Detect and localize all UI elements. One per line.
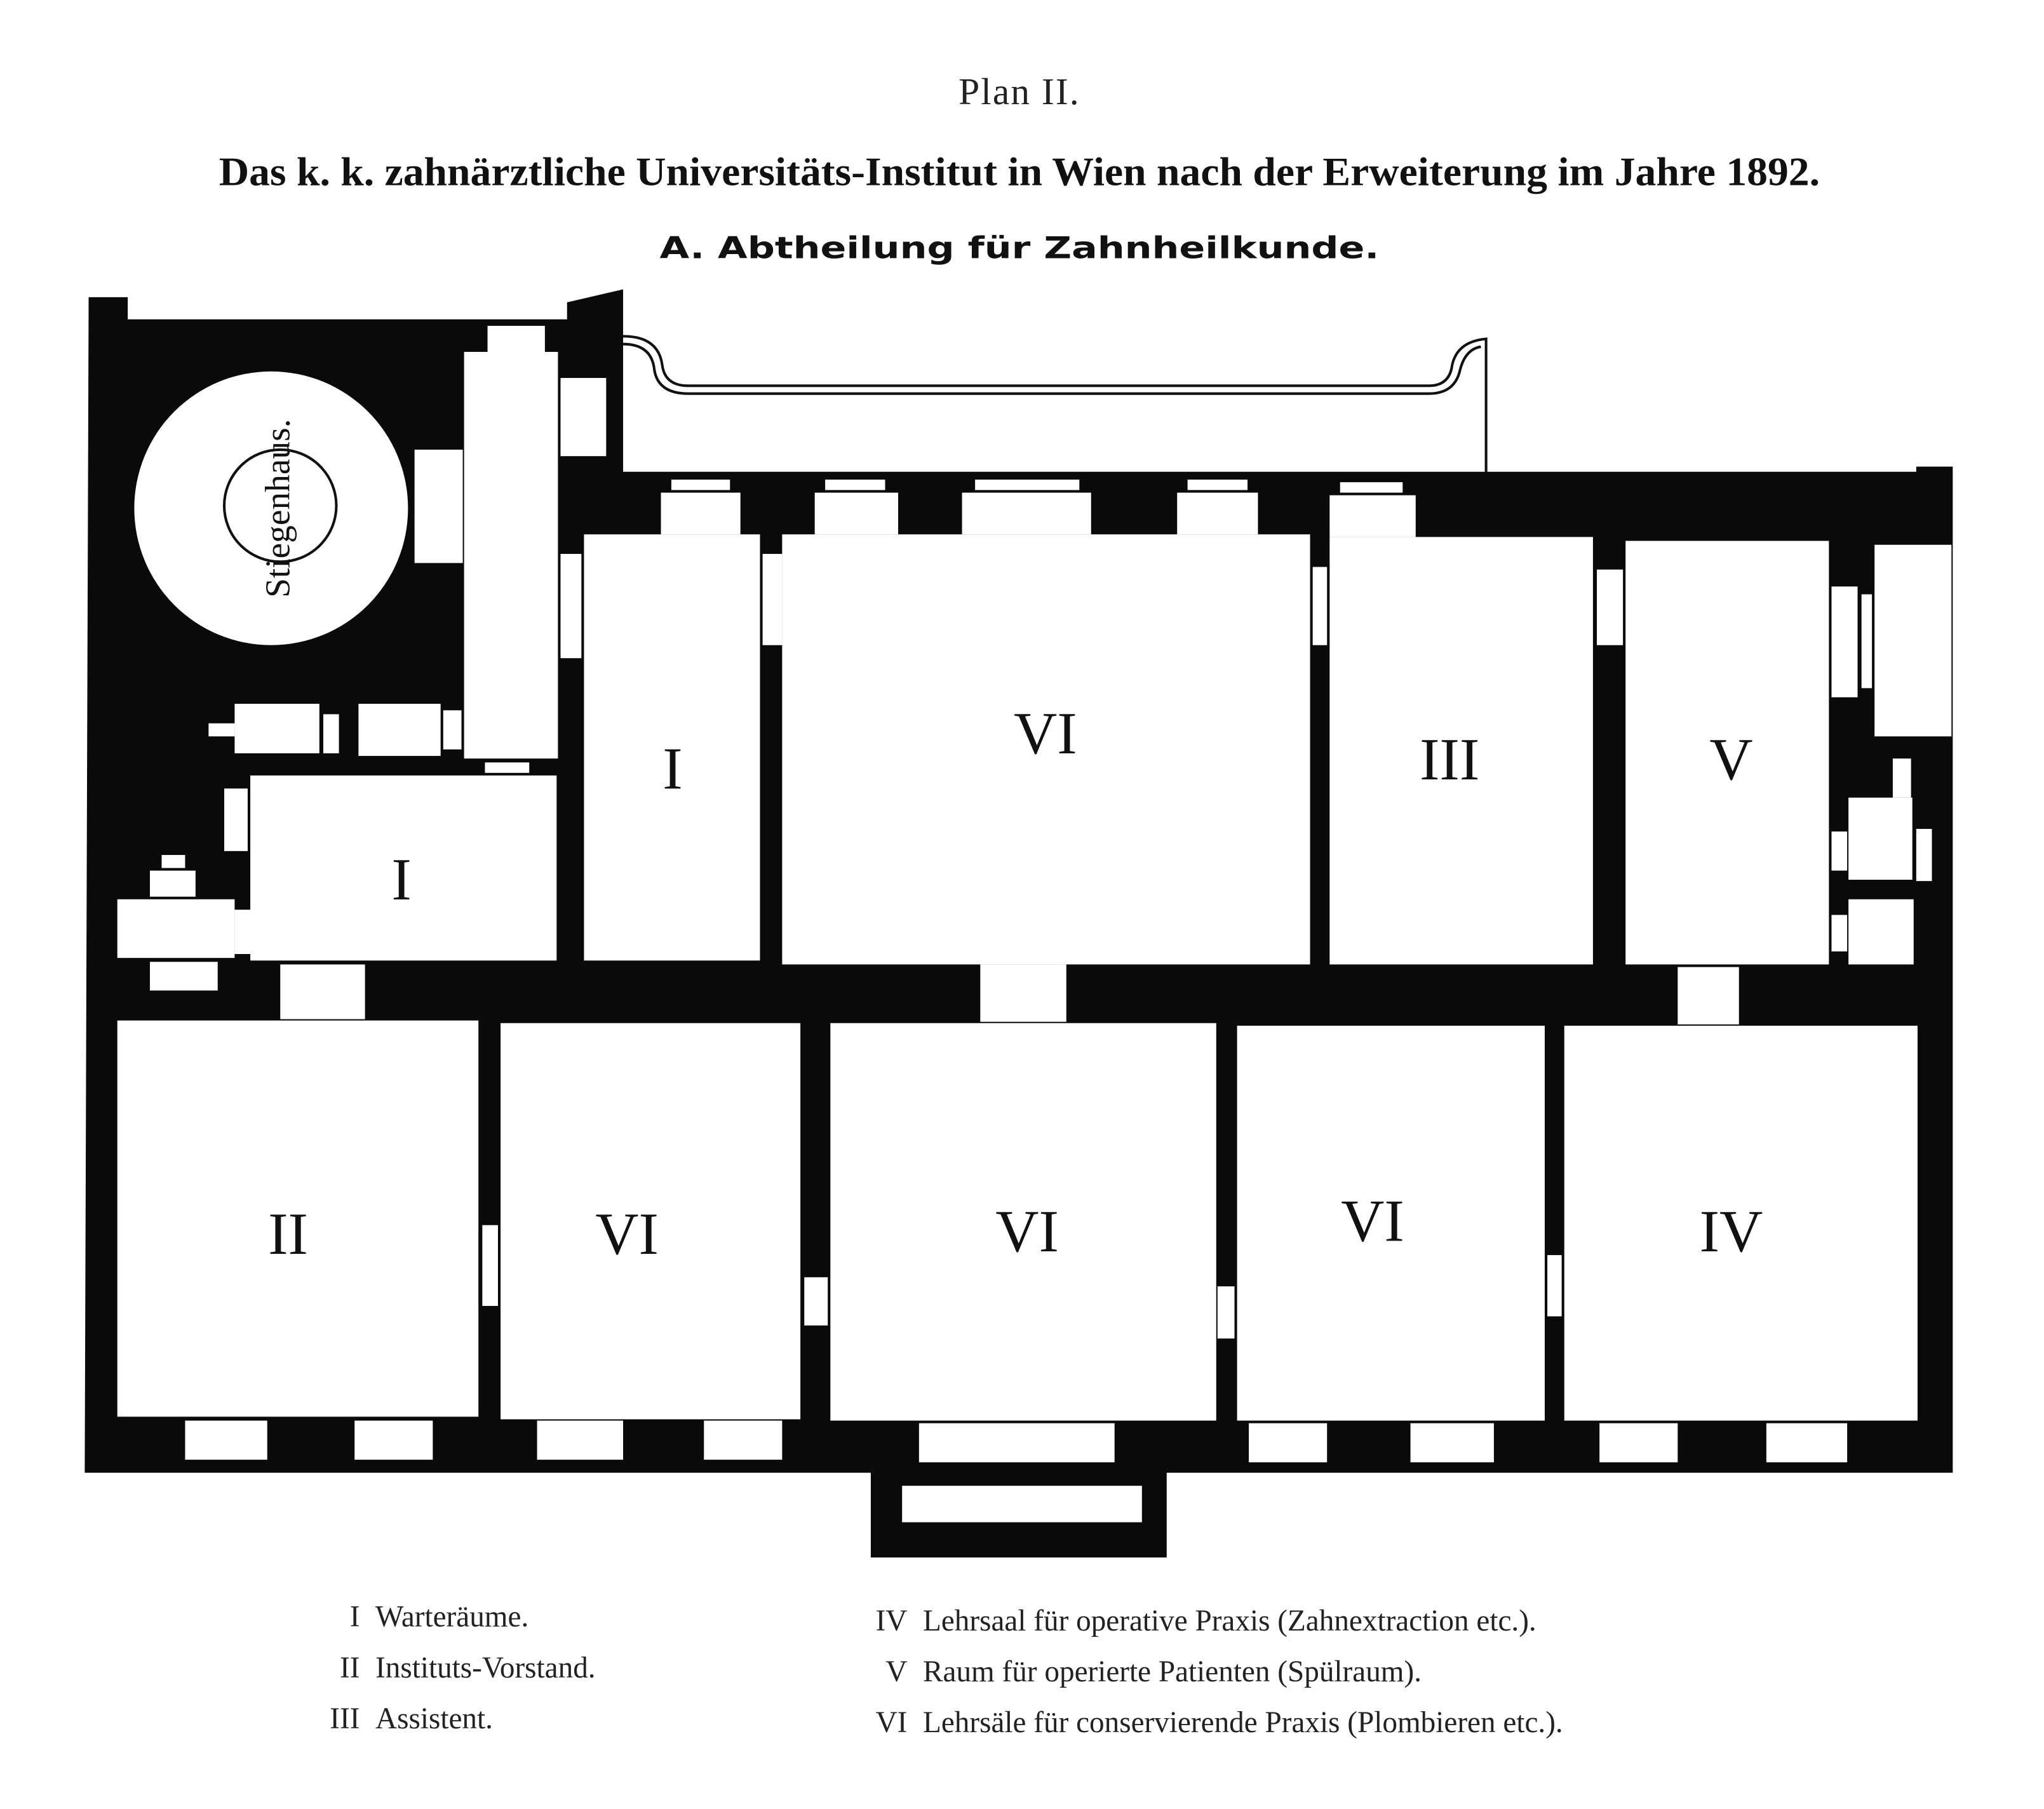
room-conservative-b3 [1237,1025,1545,1421]
room-label-waiting-small: I [391,847,411,913]
staircase: Stiegenhaus. [134,371,408,645]
legend-text: Assistent. [375,1702,493,1735]
legend-text: Instituts-Vorstand. [375,1651,596,1685]
room-director [117,1020,479,1417]
room-operative [1564,1025,1918,1421]
legend-text: Raum für operierte Patienten (Spülraum). [923,1655,1422,1688]
room-assistant [1329,537,1593,965]
legend-num: VI [876,1706,908,1739]
room-label-conservative-b1: VI [595,1201,659,1267]
room-rinse [1625,541,1829,965]
section-subtitle: A. Abtheilung für Zahnheilkunde. [659,231,1379,266]
courtyard-outline [622,335,1488,477]
plan-number: Plan II. [958,71,1080,112]
rooms [117,325,1952,1523]
room-label-conservative-b3: VI [1341,1188,1404,1254]
legend-num: II [340,1651,360,1685]
room-label-operative: IV [1700,1199,1763,1265]
page-title: Das k. k. zahnärztliche Universitäts-Ins… [219,149,1820,194]
room-waiting-small [250,775,557,961]
legend-num: III [330,1702,360,1735]
legend-text: Lehrsaal für operative Praxis (Zahnextra… [923,1604,1536,1638]
legend-num: IV [876,1604,908,1638]
legend-text: Warteräume. [375,1601,528,1634]
room-label-conservative-b2: VI [995,1199,1059,1265]
room-label-rinse: V [1709,727,1752,793]
room-label-conservative-top: VI [1014,701,1077,767]
room-waiting-tall [584,534,760,961]
legend-num: V [885,1655,907,1688]
legend-num: I [350,1601,360,1634]
legend-text: Lehrsäle für conservierende Praxis (Plom… [923,1706,1563,1739]
room-label-director: II [268,1201,308,1267]
room-conservative-b2 [830,1023,1216,1421]
staircase-label: Stiegenhaus. [259,419,297,598]
room-label-assistant: III [1420,727,1479,793]
room-conservative-b1 [501,1023,801,1420]
room-conservative-top [782,534,1310,965]
room-label-waiting-tall: I [662,736,682,802]
legend: I Warteräume. II Instituts-Vorstand. III… [330,1601,1563,1739]
